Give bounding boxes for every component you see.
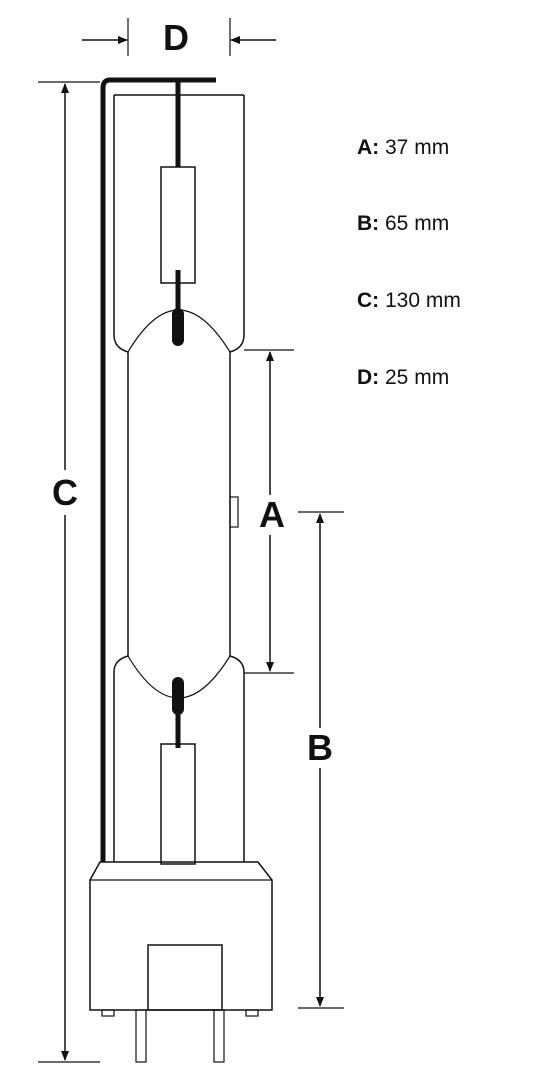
base-foot-left xyxy=(101,1009,115,1017)
envelope-nub xyxy=(229,496,239,528)
dim-d-label: D xyxy=(163,17,189,58)
dimension-d: D xyxy=(82,17,276,58)
top-foil-seal xyxy=(160,166,196,284)
spec-key-a: A: xyxy=(357,136,379,159)
spec-value-d: 25 mm xyxy=(379,366,449,389)
spec-key-c: C: xyxy=(357,289,379,312)
base-center-block xyxy=(147,944,223,1011)
top-electrode-tip xyxy=(172,308,184,346)
spec-value-c: 130 mm xyxy=(379,289,461,312)
bottom-foil-seal xyxy=(160,743,196,865)
dim-a-label: A xyxy=(259,494,285,535)
dimension-b: B xyxy=(298,511,344,1009)
return-wire xyxy=(100,77,216,862)
bottom-electrode-tip xyxy=(172,677,184,715)
dimension-a: A xyxy=(244,349,294,674)
dim-b-label: B xyxy=(307,727,333,768)
spec-key-d: D: xyxy=(357,366,379,389)
spec-row-a: A: 37 mm xyxy=(357,136,449,159)
dimension-c: C xyxy=(38,81,100,1063)
dim-c-label: C xyxy=(52,472,78,513)
spec-list: A: 37 mm B: 65 mm C: 130 mm D: 25 mm xyxy=(357,136,461,389)
spec-value-b: 65 mm xyxy=(379,212,449,235)
spec-value-a: 37 mm xyxy=(379,136,449,159)
spec-row-c: C: 130 mm xyxy=(357,289,461,312)
spec-row-d: D: 25 mm xyxy=(357,366,449,389)
pin-left xyxy=(135,1009,147,1063)
lamp-illustration xyxy=(89,77,273,1063)
spec-key-b: B: xyxy=(357,212,379,235)
spec-row-b: B: 65 mm xyxy=(357,212,449,235)
lamp-base xyxy=(89,861,273,1011)
base-foot-right xyxy=(245,1009,259,1017)
pin-right xyxy=(213,1009,225,1063)
